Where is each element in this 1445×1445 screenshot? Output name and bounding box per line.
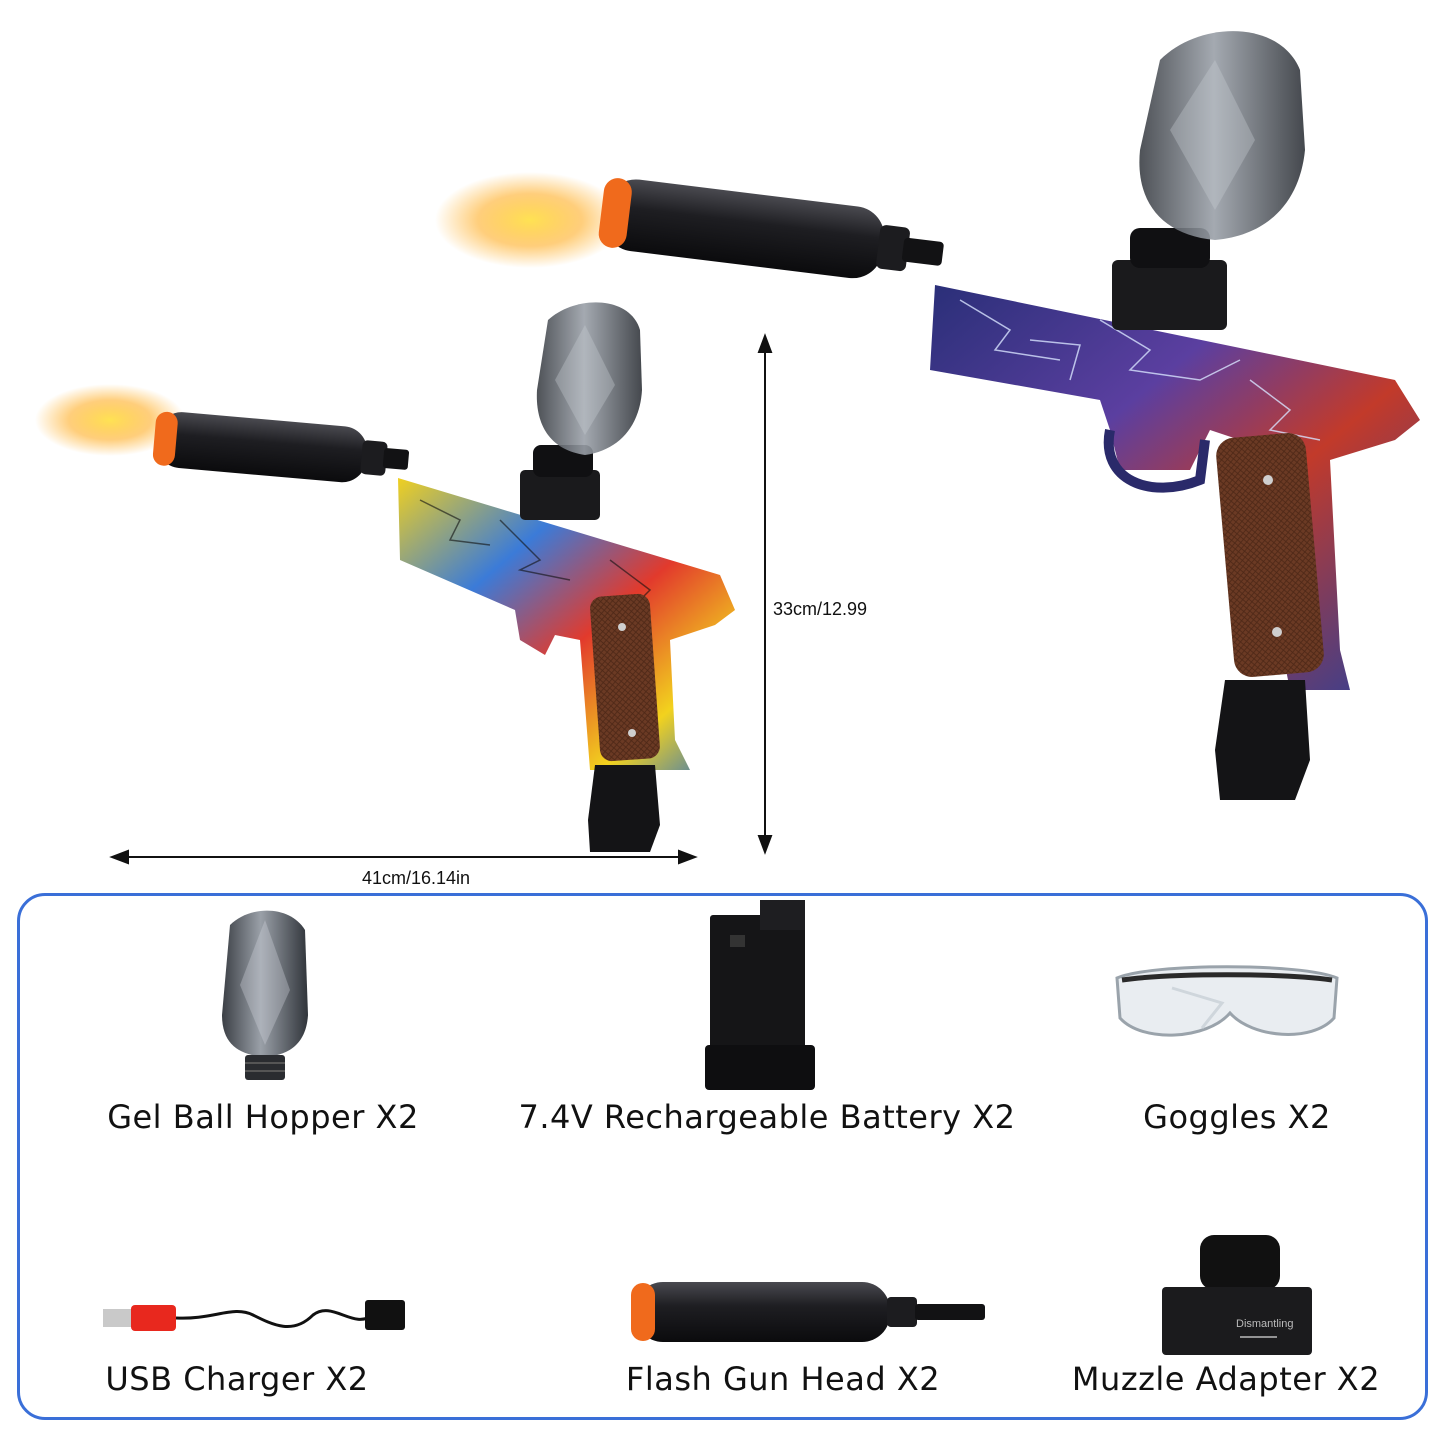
large-hopper-mount — [1112, 260, 1227, 330]
lightning-pattern — [959, 299, 1321, 441]
small-muzzle-glow — [35, 384, 185, 456]
caption-hopper: Gel Ball Hopper X2 — [107, 1098, 419, 1136]
large-magazine — [1215, 680, 1310, 800]
goggles-icon — [1115, 965, 1339, 1037]
adapter-embossed-text: Dismantling — [1236, 1318, 1293, 1330]
large-grip-panel — [1216, 433, 1324, 677]
small-hopper — [536, 302, 642, 455]
small-gun-body — [398, 478, 735, 770]
large-gel-blaster-image — [35, 31, 1420, 865]
hopper-icon — [222, 910, 308, 1080]
caption-usb-charger: USB Charger X2 — [105, 1360, 369, 1398]
large-muzzle-glow — [435, 172, 625, 268]
caption-muzzle-adapter: Muzzle Adapter X2 — [1071, 1360, 1381, 1398]
width-dimension-label: 41cm/16.14in — [362, 868, 471, 888]
battery-icon — [705, 900, 815, 1090]
caption-flash-gun-head: Flash Gun Head X2 — [625, 1360, 941, 1398]
small-suppressor — [152, 411, 410, 483]
width-dimension-arrow — [109, 849, 698, 865]
flash-gun-head-icon — [631, 1282, 985, 1342]
small-grip-panel — [590, 593, 660, 762]
large-trigger-guard — [1103, 429, 1210, 493]
muzzle-adapter-icon: Dismantling — [1162, 1235, 1312, 1355]
caption-goggles: Goggles X2 — [1143, 1098, 1331, 1136]
small-hopper-mount — [520, 470, 600, 520]
large-hopper — [1139, 31, 1305, 241]
height-dimension-label: 33cm/12.99 — [773, 599, 868, 619]
height-dimension-arrow — [757, 333, 773, 855]
caption-battery: 7.4V Rechargeable Battery X2 — [518, 1098, 1016, 1136]
small-magazine — [588, 765, 660, 852]
usb-charger-icon — [103, 1300, 405, 1331]
large-suppressor — [598, 178, 944, 279]
